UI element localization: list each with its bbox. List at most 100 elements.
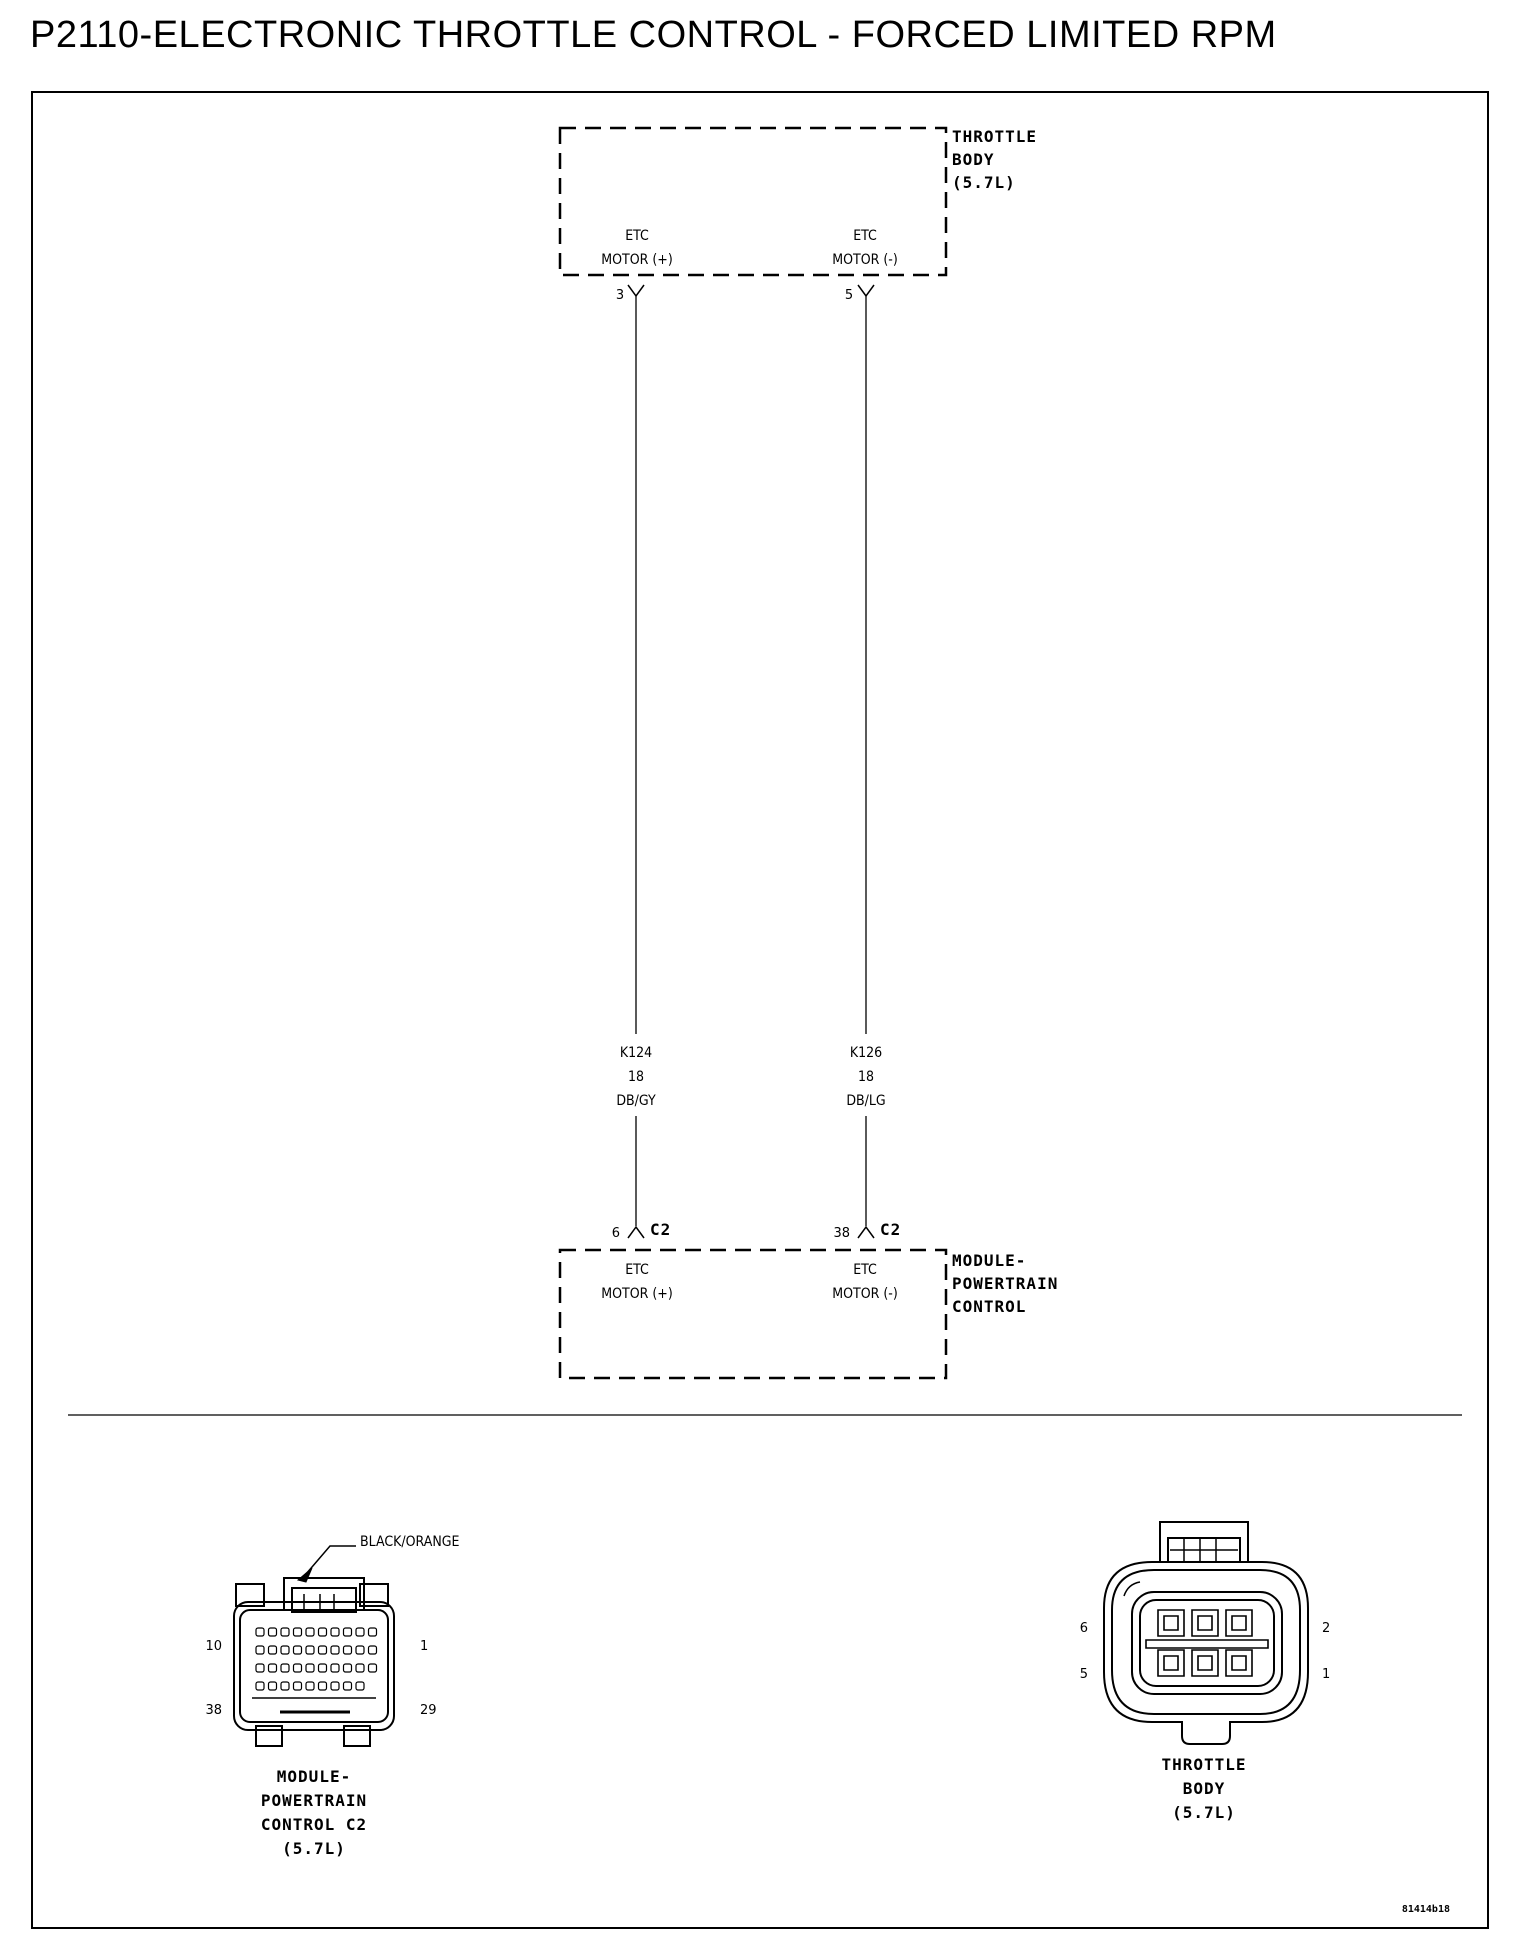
svg-text:6: 6 (612, 1226, 620, 1241)
pcm-dashed-box (558, 1248, 948, 1380)
pcm-name-line: MODULE- (952, 1251, 1026, 1270)
cavity (355, 1681, 365, 1691)
connector-name-line: (5.7L) (282, 1839, 346, 1858)
svg-text:3: 3 (616, 288, 624, 303)
cavity (305, 1627, 315, 1637)
wire-k124: K124 18 DB/GY (616, 296, 656, 1226)
cavity (255, 1663, 265, 1673)
cavity (280, 1681, 290, 1691)
cavity (267, 1645, 278, 1655)
callout-arrow-icon (296, 1567, 313, 1583)
terminal-cavities (1145, 1609, 1269, 1677)
cavity (317, 1663, 328, 1673)
svg-text:10: 10 (205, 1639, 222, 1654)
cavity (1191, 1609, 1219, 1637)
connector-callout: BLACK/ORANGE (360, 1534, 460, 1550)
svg-text:MODULE-: MODULE- (952, 1251, 1026, 1270)
cavity (1225, 1609, 1253, 1637)
cavity (305, 1645, 315, 1655)
cavity (342, 1681, 353, 1691)
cavity (367, 1645, 378, 1655)
svg-text:ETC: ETC (853, 228, 877, 244)
cavity (330, 1663, 340, 1673)
connector-name-line: BODY (1183, 1779, 1226, 1798)
pin-number: 29 (420, 1703, 437, 1718)
cavity (292, 1663, 303, 1673)
cavity (342, 1645, 353, 1655)
connector-shell-inner (239, 1609, 389, 1723)
svg-text:ETC: ETC (853, 1262, 877, 1278)
pin-number: 6 (612, 1226, 620, 1241)
pin-number: 1 (420, 1639, 428, 1654)
cavity (255, 1645, 265, 1655)
cavity (342, 1663, 353, 1673)
svg-text:CONTROL C2: CONTROL C2 (261, 1815, 367, 1834)
svg-text:BLACK/ORANGE: BLACK/ORANGE (360, 1534, 460, 1550)
svg-text:BODY: BODY (1183, 1779, 1226, 1798)
connector-lock-tab (291, 1587, 357, 1613)
pin-number: 5 (1080, 1667, 1088, 1682)
connector-shell (1103, 1561, 1309, 1745)
diagram-border (31, 91, 1489, 1929)
cavity (305, 1663, 315, 1673)
connector-lock-tab (1159, 1521, 1249, 1562)
wiring-diagram: THROTTLE BODY (5.7L) ETC MOTOR (+) ETC M… (30, 90, 1490, 1930)
cavity (330, 1627, 340, 1637)
wire-gauge: 18 (858, 1069, 874, 1085)
svg-text:MOTOR (+): MOTOR (+) (601, 1286, 673, 1302)
svg-text:(5.7L): (5.7L) (952, 173, 1016, 192)
svg-text:5: 5 (845, 288, 853, 303)
wire-color: DB/GY (616, 1093, 656, 1109)
connector-name-line: MODULE- (277, 1767, 351, 1786)
connector-lock-tab (283, 1577, 365, 1611)
cavity (280, 1645, 290, 1655)
svg-text:MODULE-: MODULE- (277, 1767, 351, 1786)
throttle-body-dashed-box (558, 126, 948, 277)
cavity (355, 1645, 365, 1655)
connector-foot (343, 1725, 371, 1747)
cavity (292, 1627, 303, 1637)
pin-number: 6 (1080, 1621, 1088, 1636)
svg-text:K126: K126 (850, 1045, 882, 1061)
connector-name-line: THROTTLE (1161, 1755, 1246, 1774)
cavity (1225, 1649, 1253, 1677)
figure-id: 81414b18 (1402, 1904, 1450, 1915)
cavity (317, 1681, 328, 1691)
cavity-divider (1145, 1639, 1269, 1649)
pin-number: 1 (1322, 1667, 1330, 1682)
cavity (280, 1663, 290, 1673)
connector-name-line: (5.7L) (1172, 1803, 1236, 1822)
cavity (330, 1681, 340, 1691)
terminal-fork-icon (857, 1225, 875, 1239)
cavity (292, 1681, 303, 1691)
svg-text:81414b18: 81414b18 (1402, 1904, 1450, 1915)
svg-text:DB/GY: DB/GY (616, 1093, 656, 1109)
cavity (280, 1627, 290, 1637)
cavity (267, 1627, 278, 1637)
svg-text:POWERTRAIN: POWERTRAIN (261, 1791, 367, 1810)
svg-text:MOTOR (+): MOTOR (+) (601, 252, 673, 268)
cavity (355, 1627, 365, 1637)
pin-number: 10 (205, 1639, 222, 1654)
cavity (267, 1663, 278, 1673)
wire-color: DB/LG (846, 1093, 885, 1109)
terminal-fork-icon (627, 1225, 645, 1239)
svg-text:18: 18 (628, 1069, 644, 1085)
pcm-component: 6 38 C2 C2 MODULE- POWERTRAIN CONTROL ET… (558, 1220, 1057, 1380)
svg-text:5: 5 (1080, 1667, 1088, 1682)
cavity (1157, 1609, 1185, 1637)
svg-text:38: 38 (833, 1226, 850, 1241)
pin-number: 38 (205, 1703, 222, 1718)
svg-text:BODY: BODY (952, 150, 995, 169)
cavity (292, 1645, 303, 1655)
svg-text:18: 18 (858, 1069, 874, 1085)
svg-text:1: 1 (1322, 1667, 1330, 1682)
svg-text:2: 2 (1322, 1621, 1330, 1636)
svg-text:CONTROL: CONTROL (952, 1297, 1026, 1316)
cavity (255, 1627, 265, 1637)
cavity (317, 1645, 328, 1655)
svg-text:6: 6 (1080, 1621, 1088, 1636)
svg-text:38: 38 (205, 1703, 222, 1718)
pcm-c2-connector-view: BLACK/ORANGE 10 1 38 29 MODULE- POWERTRA… (205, 1534, 459, 1858)
svg-text:K124: K124 (620, 1045, 652, 1061)
